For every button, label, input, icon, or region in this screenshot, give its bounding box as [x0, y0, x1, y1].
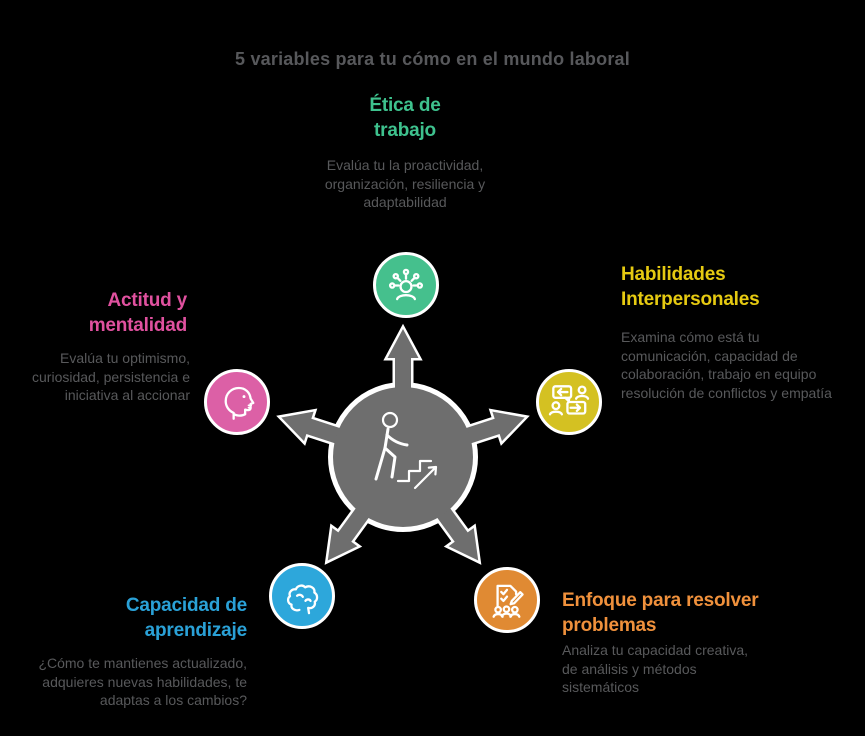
etica-title: Ética de trabajo [369, 95, 441, 141]
habilidades-description: Examina cómo está tu comunicación, capac… [621, 329, 832, 401]
radiating-ideas-person-icon [388, 268, 424, 301]
node-capacidad-circle [269, 563, 335, 629]
capacidad-description: ¿Cómo te mantienes actualizado, adquiere… [38, 655, 247, 708]
person-climbing-stairs-icon [374, 411, 438, 490]
habilidades-title: Habilidades Interpersonales [621, 264, 760, 310]
capacidad-title: Capacidad de aprendizaje [125, 595, 247, 641]
node-enfoque-circle [474, 567, 540, 633]
actitud-title: Actitud y mentalidad [88, 290, 188, 336]
enfoque-title: Enfoque para resolver problemas [562, 590, 759, 636]
node-etica-circle [373, 252, 439, 318]
hub-arrows [281, 329, 525, 561]
etica-description: Evalúa tu la proactividad, organización,… [324, 157, 486, 210]
checklist-pencil-icon [492, 584, 524, 618]
hub-circle [333, 387, 473, 527]
page-title: 5 variables para tu cómo en el mundo lab… [235, 49, 630, 69]
brain-icon [286, 584, 319, 615]
node-habilidades-circle [536, 369, 602, 435]
actitud-description: Evalúa tu optimismo, curiosidad, persist… [32, 350, 190, 403]
head-profile-icon [224, 386, 255, 420]
chat-people-icon [548, 385, 590, 416]
node-actitud-circle [204, 369, 270, 435]
enfoque-description: Analiza tu capacidad creativa, de anális… [562, 642, 748, 695]
